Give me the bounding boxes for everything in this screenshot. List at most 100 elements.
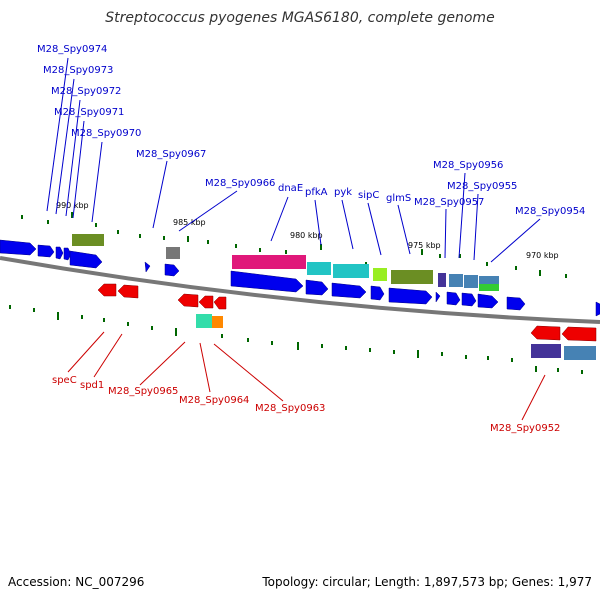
cds-arrow[interactable] (477, 293, 499, 309)
feature-box-magenta[interactable] (232, 255, 306, 269)
cds-arrow[interactable] (144, 261, 151, 273)
feature-box-cyan[interactable] (333, 264, 369, 278)
leader-line (72, 120, 85, 219)
leader-line (139, 341, 186, 386)
gene-label[interactable]: M28_Spy0952 (490, 423, 560, 434)
leader-line (490, 218, 541, 263)
cds-arrow[interactable] (164, 263, 180, 277)
tick-label-985: 985 kbp (173, 218, 206, 227)
leader-line (314, 199, 322, 246)
cds-reverse-arrow[interactable] (198, 295, 214, 309)
gene-label[interactable]: pfkA (305, 187, 328, 198)
leader-line (199, 342, 211, 393)
feature-box-lime[interactable] (373, 268, 387, 281)
gene-label[interactable]: glmS (386, 193, 411, 204)
cds-arrow[interactable] (55, 246, 64, 260)
genome-summary-text: Topology: circular; Length: 1,897,573 bp… (261, 575, 592, 589)
gene-label[interactable]: spd1 (80, 380, 104, 391)
features-bottom (196, 314, 596, 360)
cds-arrow[interactable] (388, 287, 433, 305)
gene-labels-bottom: speC spd1 M28_Spy0965 M28_Spy0964 M28_Sp… (52, 375, 560, 434)
tick-label-990: 990 kbp (56, 201, 89, 210)
gene-label[interactable]: M28_Spy0970 (71, 128, 141, 139)
gene-label[interactable]: M28_Spy0955 (447, 181, 517, 192)
tick-label-980: 980 kbp (290, 231, 323, 240)
gene-label[interactable]: M28_Spy0973 (43, 65, 113, 76)
leader-line (521, 374, 546, 421)
gene-label[interactable]: M28_Spy0956 (433, 160, 503, 171)
gene-label[interactable]: M28_Spy0957 (414, 197, 484, 208)
gene-label[interactable]: M28_Spy0967 (136, 149, 206, 160)
leader-line (213, 343, 284, 402)
feature-box-purple[interactable] (531, 344, 561, 358)
cds-arrow[interactable] (230, 270, 304, 293)
cds-arrow[interactable] (63, 247, 72, 261)
leader-line (473, 193, 479, 261)
leader-line (46, 57, 69, 212)
feature-box-gray[interactable] (166, 247, 180, 259)
leader-line (397, 204, 411, 255)
cds-arrow[interactable] (0, 239, 37, 256)
gene-label[interactable]: M28_Spy0972 (51, 86, 121, 97)
gene-label[interactable]: M28_Spy0966 (205, 178, 275, 189)
cds-reverse-arrow[interactable] (213, 296, 227, 310)
leader-lines-top (46, 57, 541, 263)
page-title: Streptococcus pyogenes MGAS6180, complet… (105, 10, 494, 26)
genome-backbone (0, 256, 600, 324)
cds-arrow[interactable] (435, 291, 441, 303)
feature-box-steel[interactable] (449, 274, 463, 287)
features-top (72, 234, 499, 291)
gene-label[interactable]: M28_Spy0963 (255, 403, 325, 414)
cds-reverse-arrow[interactable] (530, 325, 561, 341)
leader-line (444, 208, 447, 259)
leader-line (458, 172, 466, 259)
tick-label-970: 970 kbp (526, 251, 559, 260)
gene-label[interactable]: M28_Spy0954 (515, 206, 585, 217)
cds-reverse (97, 283, 597, 342)
cds-reverse-arrow[interactable] (177, 293, 199, 308)
cds-arrow[interactable] (595, 301, 600, 317)
leader-line (55, 78, 75, 215)
gene-label[interactable]: pyk (334, 187, 352, 198)
feature-box-cyan[interactable] (307, 262, 331, 275)
gene-label[interactable]: M28_Spy0971 (54, 107, 124, 118)
gene-label[interactable]: sipC (358, 190, 379, 201)
feature-box-steel[interactable] (464, 275, 478, 288)
minor-ticks-bottom (9, 305, 583, 374)
feature-box-steel[interactable] (564, 346, 596, 360)
gene-label[interactable]: speC (52, 375, 77, 386)
feature-box-steel[interactable] (479, 276, 499, 284)
feature-box-olive[interactable] (72, 234, 104, 246)
cds-arrow[interactable] (305, 279, 329, 296)
leader-line (152, 160, 168, 229)
feature-box-olive[interactable] (391, 270, 433, 284)
feature-box-green[interactable] (479, 284, 499, 291)
cds-arrow[interactable] (446, 291, 461, 306)
leader-line (67, 331, 105, 373)
cds-reverse-arrow[interactable] (561, 326, 597, 342)
cds-arrow[interactable] (331, 282, 367, 299)
cds-arrow[interactable] (370, 285, 385, 301)
leader-line (178, 190, 238, 232)
scale-ticks: 990 kbp 985 kbp 980 kbp 975 kbp 970 kbp (56, 201, 559, 276)
cds-arrow[interactable] (461, 292, 477, 307)
cds-reverse-arrow[interactable] (117, 284, 139, 299)
leader-line (65, 99, 81, 217)
gene-label[interactable]: M28_Spy0964 (179, 395, 249, 406)
leader-line (93, 333, 123, 378)
cds-arrow[interactable] (69, 250, 103, 269)
feature-box-orange[interactable] (212, 316, 223, 328)
gene-labels-top: M28_Spy0974 M28_Spy0973 M28_Spy0972 M28_… (37, 44, 585, 217)
accession-text: Accession: NC_007296 (8, 575, 144, 589)
leader-line (367, 202, 382, 256)
gene-label[interactable]: dnaE (278, 183, 303, 194)
cds-reverse-arrow[interactable] (97, 283, 117, 297)
cds-arrow[interactable] (506, 296, 526, 311)
gene-label[interactable]: M28_Spy0974 (37, 44, 107, 55)
leader-line (341, 199, 354, 250)
feature-box-purple[interactable] (438, 273, 446, 287)
cds-arrow[interactable] (37, 244, 55, 258)
gene-label[interactable]: M28_Spy0965 (108, 386, 178, 397)
feature-box-aqua[interactable] (196, 314, 212, 328)
